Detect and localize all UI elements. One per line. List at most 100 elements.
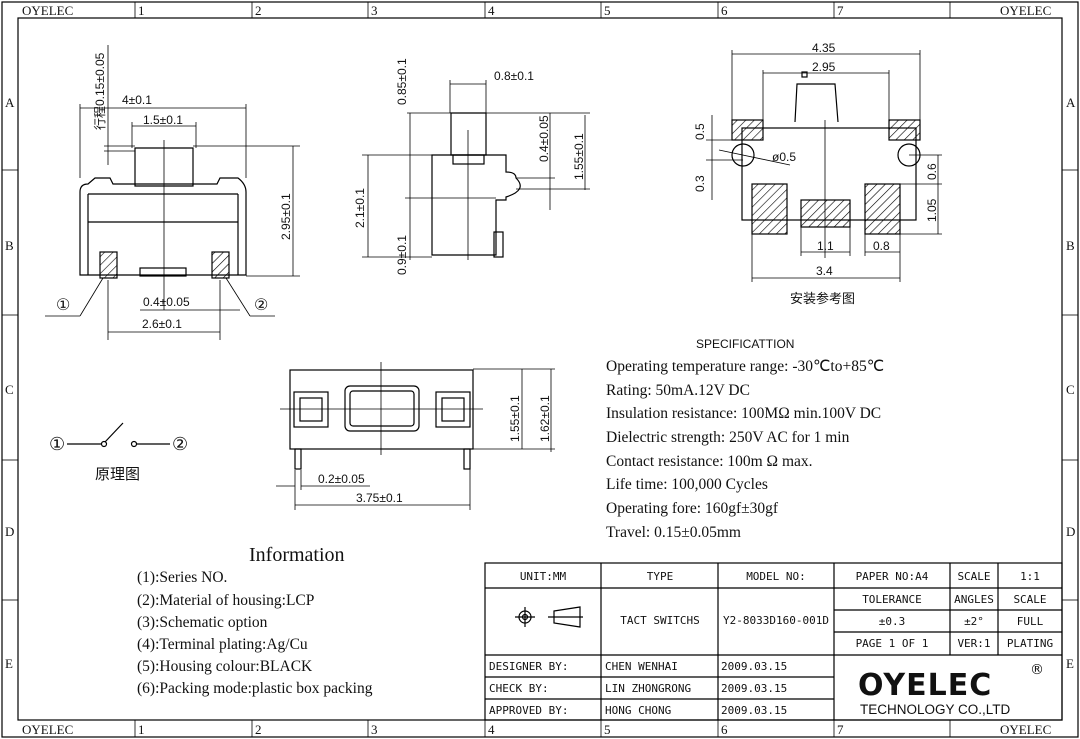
dimension-label: 4.35 — [812, 41, 836, 55]
dimension-label: 0.8 — [873, 239, 890, 253]
dimension-label: 0.3 — [693, 175, 707, 192]
dimension-label: 2.6±0.1 — [142, 317, 182, 331]
column-label: 4 — [488, 722, 495, 737]
spec-line: Rating: 50mA.12V DC — [606, 382, 750, 399]
column-label: 5 — [604, 722, 611, 737]
specification-title: SPECIFICATTION — [696, 337, 794, 351]
dimension-label: 0.8±0.1 — [494, 69, 534, 83]
column-label: 1 — [138, 3, 145, 18]
side-view-drawing: 0.85±0.1 0.8±0.1 0.4±0.05 1.55±0.1 2.1±0… — [353, 58, 590, 275]
check-label: CHECK BY: — [489, 682, 549, 695]
info-item: (1):Series NO. — [137, 569, 227, 586]
row-label: D — [5, 524, 14, 539]
column-label: 6 — [721, 722, 728, 737]
dimension-label: 3.4 — [816, 264, 833, 278]
pcb-layout-caption: 安装参考图 — [790, 291, 855, 306]
spec-line: Life time: 100,000 Cycles — [606, 476, 768, 493]
type-value: TACT SWITCHS — [620, 614, 699, 627]
dimension-label: 1.5±0.1 — [143, 113, 183, 127]
row-label: B — [1066, 238, 1075, 253]
row-label: D — [1066, 524, 1075, 539]
information-section: Information (1):Series NO. (2):Material … — [137, 544, 373, 697]
dimension-label: 1.62±0.1 — [538, 395, 552, 442]
dimension-label: 0.9±0.1 — [395, 235, 409, 275]
column-label: 2 — [255, 722, 262, 737]
scale-header: SCALE — [1013, 593, 1046, 606]
column-label: 3 — [371, 3, 378, 18]
info-item: (5):Housing colour:BLACK — [137, 658, 313, 675]
dimension-label: 1.55±0.1 — [572, 133, 586, 180]
dimension-label: ø0.5 — [772, 150, 796, 164]
dimension-label: 0.4±0.05 — [537, 115, 551, 162]
corner-label: OYELEC — [1000, 3, 1051, 18]
model-header: MODEL NO: — [746, 570, 806, 583]
schematic-caption: 原理图 — [95, 466, 140, 483]
dimension-label: 行程0.15±0.05 — [92, 52, 107, 130]
dimension-label: 0.2±0.05 — [318, 472, 365, 486]
information-title: Information — [249, 544, 345, 566]
info-item: (2):Material of housing:LCP — [137, 592, 314, 609]
column-label: 1 — [138, 722, 145, 737]
scale-full: FULL — [1017, 615, 1044, 628]
dimension-label: 1.55±0.1 — [508, 395, 522, 442]
column-label: 4 — [488, 3, 495, 18]
corner-label: OYELEC — [22, 722, 73, 737]
spec-line: Travel: 0.15±0.05mm — [606, 524, 741, 541]
pin-1-marker: ① — [49, 434, 65, 454]
projection-symbol-icon — [515, 606, 583, 628]
company-logo: OYELEC — [858, 668, 992, 703]
column-label: 5 — [604, 3, 611, 18]
dimension-label: 0.5 — [693, 123, 707, 140]
approved-label: APPROVED BY: — [489, 704, 568, 717]
row-label: C — [1066, 382, 1075, 397]
angles-value: ±2° — [964, 615, 984, 628]
designer-label: DESIGNER BY: — [489, 660, 568, 673]
scale-value: 1:1 — [1020, 570, 1040, 583]
column-label: 6 — [721, 3, 728, 18]
dimension-label: 0.4±0.05 — [143, 295, 190, 309]
spec-line: Dielectric strength: 250V AC for 1 min — [606, 429, 850, 446]
designer-date: 2009.03.15 — [721, 660, 787, 673]
dimension-label: 2.95±0.1 — [279, 193, 293, 240]
column-label: 3 — [371, 722, 378, 737]
row-label: A — [1066, 95, 1076, 110]
dimension-label: 0.6 — [925, 163, 939, 180]
row-label: E — [5, 656, 13, 671]
type-header: TYPE — [647, 570, 674, 583]
tolerance-header: TOLERANCE — [862, 593, 922, 606]
dimension-label: 1.05 — [925, 198, 939, 222]
dimension-label: 1.1 — [817, 239, 834, 253]
column-label: 7 — [837, 3, 844, 18]
row-label: A — [5, 95, 15, 110]
tolerance-value: ±0.3 — [879, 615, 906, 628]
check-date: 2009.03.15 — [721, 682, 787, 695]
dimension-label: 0.85±0.1 — [395, 58, 409, 105]
angles-header: ANGLES — [954, 593, 994, 606]
pin-2-marker: ② — [254, 297, 268, 314]
page-indicator: PAGE 1 OF 1 — [856, 637, 929, 650]
row-label: C — [5, 382, 14, 397]
corner-label: OYELEC — [1000, 722, 1051, 737]
spec-line: Operating temperature range: -30℃to+85℃ — [606, 358, 884, 375]
designer-name: CHEN WENHAI — [605, 660, 678, 673]
registered-mark: ® — [1030, 662, 1044, 678]
info-item: (3):Schematic option — [137, 614, 268, 631]
pcb-layout-drawing: 4.35 2.95 0.5 0.3 ø0.5 0.6 1.05 1.1 0.8 … — [693, 41, 942, 306]
model-number: Y2-8033D160-001D — [723, 614, 829, 627]
unit-label: UNIT:MM — [520, 570, 567, 583]
approver-name: HONG CHONG — [605, 704, 671, 717]
row-label: B — [5, 238, 14, 253]
plating: PLATING — [1007, 637, 1053, 650]
dimension-label: 3.75±0.1 — [356, 491, 403, 505]
pin-1-marker: ① — [56, 297, 70, 314]
approved-date: 2009.03.15 — [721, 704, 787, 717]
specification-section: SPECIFICATTION Operating temperature ran… — [606, 337, 884, 541]
info-item: (6):Packing mode:plastic box packing — [137, 680, 373, 697]
top-view-drawing: 1.55±0.1 1.62±0.1 0.2±0.05 3.75±0.1 — [276, 362, 555, 510]
row-label: E — [1066, 656, 1074, 671]
schematic-diagram: ① ② 原理图 — [49, 422, 188, 483]
scale-header: SCALE — [957, 570, 990, 583]
paper-size: PAPER NO:A4 — [856, 570, 929, 583]
